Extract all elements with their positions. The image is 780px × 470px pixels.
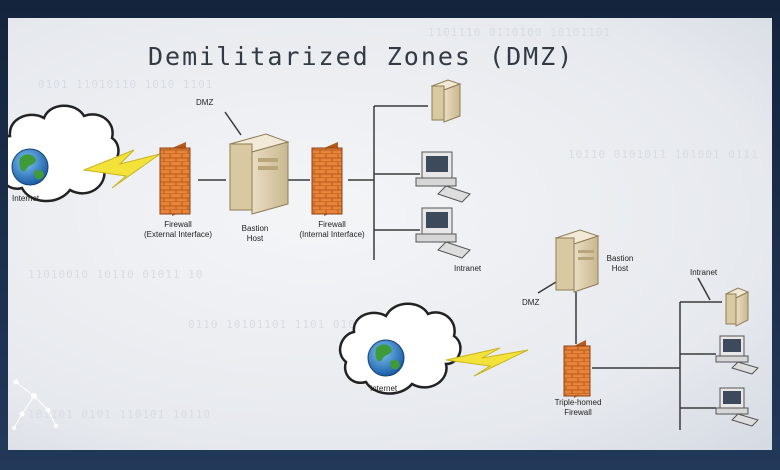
- network-nodes-decoration: [12, 379, 58, 430]
- workstation-icon: [415, 207, 471, 259]
- diagram-canvas: 1101110 0110100 10101101 0101 11010110 1…: [8, 18, 772, 450]
- workstation-icon: [415, 151, 471, 203]
- globe-icon: [11, 148, 49, 186]
- intranet-label: Intranet: [690, 268, 718, 277]
- workstation-icon: [715, 387, 759, 427]
- network-diagram: [8, 79, 759, 430]
- page-title: Demilitarized Zones (DMZ): [148, 42, 575, 71]
- binary-text: 11010010 10110 01011 10: [28, 268, 204, 281]
- firewall-icon: [159, 142, 191, 216]
- internet-label: Internet: [370, 384, 398, 393]
- triple-homed-firewall-label: Triple-homed Firewall: [554, 398, 602, 417]
- firewall-icon: [311, 142, 343, 216]
- binary-text: 10110 0101011 101001 0111: [568, 148, 759, 161]
- connection-lines: [198, 105, 722, 430]
- dmz-label: DMZ: [522, 298, 540, 307]
- server-icon: [228, 133, 290, 215]
- server-icon: [554, 229, 600, 293]
- server-icon: [430, 79, 462, 123]
- binary-text: 0101 11010110 1010 1101: [38, 78, 214, 91]
- firewall-icon: [563, 340, 591, 398]
- globe-icon: [367, 339, 405, 377]
- intranet-label: Intranet: [454, 264, 482, 273]
- binary-text: 101101 0101 110101 10110: [28, 408, 211, 421]
- firewall-internal-label: Firewall (Internal Interface): [299, 220, 365, 239]
- firewall-external-label: Firewall (External Interface): [143, 220, 213, 239]
- binary-text: 1101110 0110100 10101101: [428, 26, 611, 39]
- dmz-label: DMZ: [196, 98, 214, 107]
- internet-label: Internet: [12, 194, 40, 203]
- workstation-icon: [715, 335, 759, 375]
- server-icon: [724, 287, 750, 327]
- binary-text: 0110 10101101 1101 0100: [188, 318, 364, 331]
- bastion-host-label: Bastion Host: [606, 254, 634, 273]
- lightning-icon: [445, 347, 529, 377]
- bastion-host-label: Bastion Host: [241, 224, 269, 243]
